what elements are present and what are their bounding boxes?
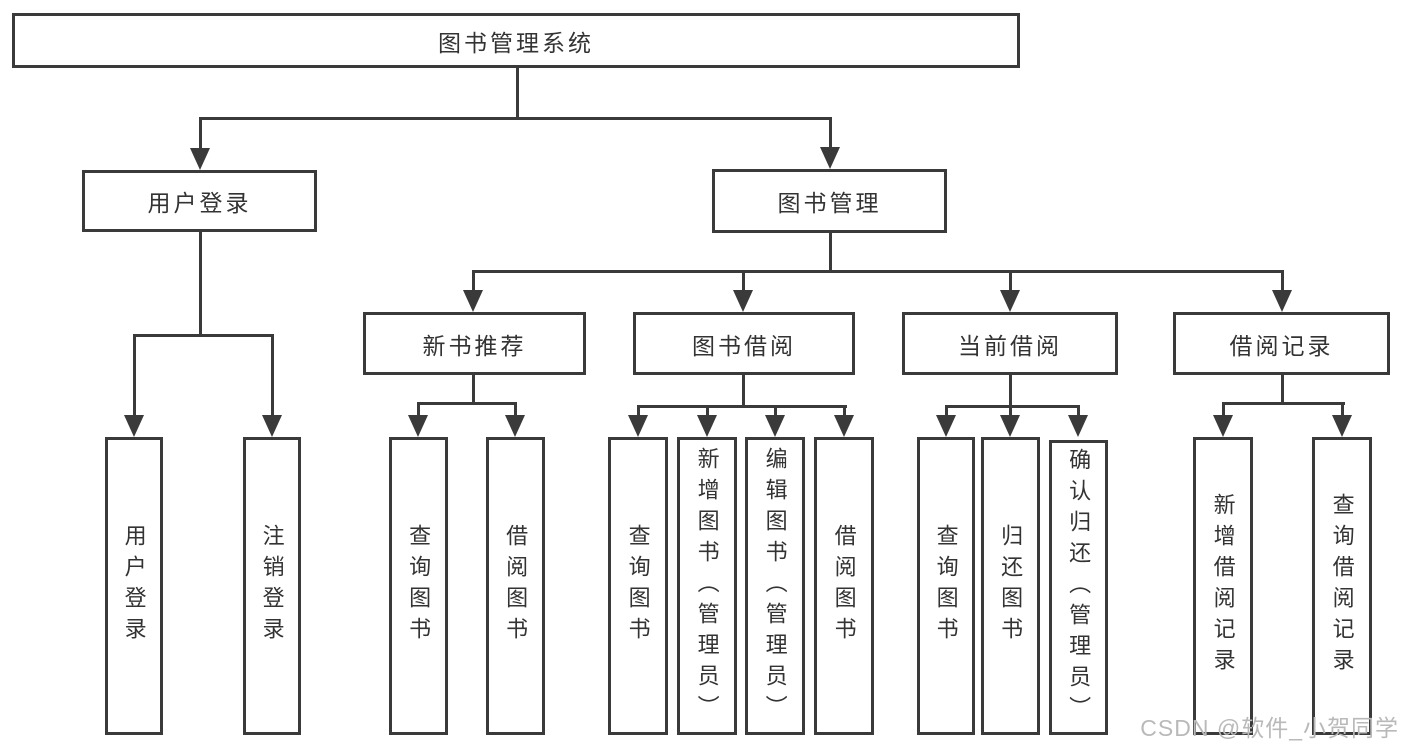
connector-line: [472, 270, 1284, 273]
leaf-label: 新增图书（管理员）: [694, 446, 720, 726]
leaf-edit-book-admin: 编辑图书（管理员）: [745, 437, 805, 735]
leaf-label: 新增借阅记录: [1210, 493, 1236, 679]
arrow-down-icon: [262, 415, 282, 437]
arrow-down-icon: [628, 415, 648, 437]
arrow-down-icon: [1272, 290, 1292, 312]
arrow-down-icon: [936, 415, 956, 437]
arrow-down-icon: [1213, 415, 1233, 437]
connector-line: [133, 334, 274, 337]
arrow-down-icon: [697, 415, 717, 437]
leaf-user-login: 用户登录: [105, 437, 163, 735]
node-current-borrow: 当前借阅: [902, 312, 1118, 375]
arrow-down-icon: [820, 147, 840, 169]
leaf-label: 编辑图书（管理员）: [762, 446, 788, 726]
node-book-management: 图书管理: [712, 169, 947, 233]
leaf-query-book-borrow: 查询图书: [608, 437, 668, 735]
leaf-label: 归还图书: [998, 524, 1024, 648]
connector-line: [199, 117, 202, 150]
connector-line: [199, 117, 832, 120]
arrow-down-icon: [463, 290, 483, 312]
leaf-borrow-book-recommend: 借阅图书: [486, 437, 545, 735]
connector-line: [1222, 402, 1345, 405]
leaf-add-borrow-record: 新增借阅记录: [1193, 437, 1253, 735]
connector-line: [417, 402, 420, 417]
leaf-borrow-book: 借阅图书: [814, 437, 874, 735]
connector-line: [271, 334, 274, 417]
connector-line: [637, 405, 847, 408]
connector-line: [945, 405, 1080, 408]
connector-line: [1281, 373, 1284, 405]
leaf-label: 确认归还（管理员）: [1066, 448, 1092, 727]
connector-line: [1281, 270, 1284, 292]
leaf-label: 借阅图书: [831, 524, 857, 648]
leaf-query-book-current: 查询图书: [917, 437, 975, 735]
leaf-label: 查询图书: [406, 524, 432, 648]
arrow-down-icon: [124, 415, 144, 437]
leaf-return-book: 归还图书: [981, 437, 1040, 735]
leaf-label: 查询图书: [625, 524, 651, 648]
connector-line: [706, 405, 709, 417]
arrow-down-icon: [505, 415, 525, 437]
csdn-watermark: CSDN @软件_小贺同学: [1140, 715, 1399, 741]
connector-line: [945, 405, 948, 417]
connector-line: [472, 373, 475, 405]
arrow-down-icon: [1332, 415, 1352, 437]
leaf-query-book-recommend: 查询图书: [389, 437, 448, 735]
connector-line: [1341, 402, 1344, 417]
arrow-down-icon: [733, 290, 753, 312]
connector-line: [774, 405, 777, 417]
connector-line: [133, 334, 136, 417]
leaf-logout: 注销登录: [243, 437, 301, 735]
connector-line: [514, 402, 517, 417]
connector-line: [1009, 373, 1012, 408]
leaf-label: 查询借阅记录: [1329, 493, 1355, 679]
connector-line: [829, 231, 832, 272]
leaf-confirm-return-admin: 确认归还（管理员）: [1049, 440, 1108, 735]
node-book-borrow: 图书借阅: [633, 312, 855, 375]
connector-line: [742, 373, 745, 408]
arrow-down-icon: [765, 415, 785, 437]
connector-line: [637, 405, 640, 417]
arrow-down-icon: [408, 415, 428, 437]
connector-line: [843, 405, 846, 417]
arrow-down-icon: [1000, 415, 1020, 437]
leaf-query-borrow-record: 查询借阅记录: [1312, 437, 1372, 735]
connector-line: [199, 230, 202, 337]
connector-line: [1077, 405, 1080, 417]
leaf-label: 查询图书: [933, 524, 959, 648]
arrow-down-icon: [1068, 415, 1088, 437]
leaf-label: 注销登录: [259, 524, 285, 648]
connector-line: [472, 270, 475, 292]
connector-line: [1222, 402, 1225, 417]
node-root: 图书管理系统: [12, 13, 1020, 68]
node-borrow-records: 借阅记录: [1173, 312, 1390, 375]
arrow-down-icon: [190, 148, 210, 170]
connector-line: [1009, 405, 1012, 417]
connector-line: [1009, 270, 1012, 292]
connector-line: [417, 402, 517, 405]
arrow-down-icon: [1000, 290, 1020, 312]
node-user-login: 用户登录: [82, 170, 317, 232]
node-new-book-recommend: 新书推荐: [363, 312, 586, 375]
connector-line: [829, 117, 832, 149]
connector-line: [516, 67, 519, 119]
arrow-down-icon: [834, 415, 854, 437]
leaf-label: 借阅图书: [503, 524, 529, 648]
leaf-add-book-admin: 新增图书（管理员）: [677, 437, 737, 735]
leaf-label: 用户登录: [121, 524, 147, 648]
connector-line: [742, 270, 745, 292]
